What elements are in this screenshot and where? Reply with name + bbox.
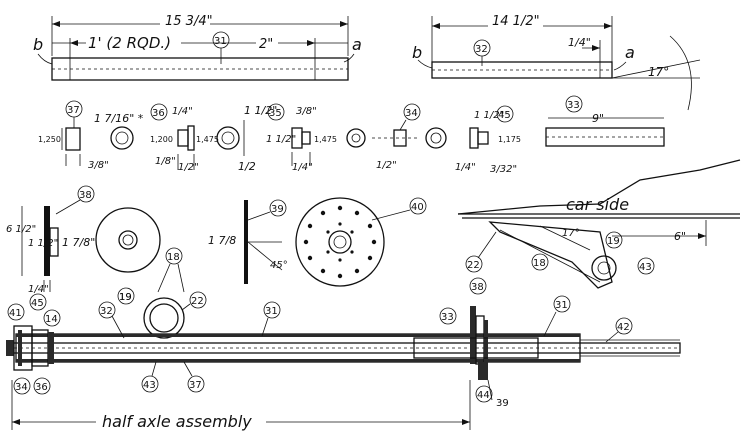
part32-overall: 14 1/2"	[492, 14, 540, 29]
part33-callout: 33	[567, 100, 580, 111]
part38-callout: 38	[79, 190, 92, 201]
part-34-spacer: 34 1/2"	[372, 103, 447, 171]
part45-left: 1/4"	[455, 162, 476, 173]
callout-42: 42	[617, 322, 630, 333]
part34-bot: 1/2"	[376, 160, 397, 171]
part31-end-a: a	[352, 35, 362, 54]
part45-top: 1 1/2"	[474, 110, 504, 121]
part31-callout: 31	[214, 36, 227, 47]
part37-dia: 1,250	[38, 135, 61, 144]
part-disc-large	[95, 207, 161, 273]
callout-39: 39	[496, 398, 509, 409]
part37-od: 1 7/16" *	[94, 112, 144, 125]
callout-43: 43	[143, 380, 156, 391]
part32-end-b: b	[412, 43, 422, 62]
part38-h3: 1 7/8"	[62, 236, 95, 249]
part45-callout: 45	[498, 110, 511, 121]
callout-31a: 31	[265, 306, 278, 317]
part19-callout: 19	[119, 292, 132, 303]
assembly-callout-19: 19	[119, 292, 132, 303]
callout-37: 37	[189, 380, 202, 391]
callout-34: 34	[15, 382, 28, 393]
part38-h2: 1 1/2"	[28, 238, 58, 249]
part31-left-len: 1' (2 RQD.)	[88, 34, 171, 52]
part32-right-len: 1/4"	[568, 36, 591, 49]
callout-38: 38	[471, 282, 484, 293]
part39-angle: 45°	[270, 260, 288, 271]
part36-dia1: 1,200	[150, 135, 173, 144]
callout-33: 33	[441, 312, 454, 323]
part40-callout: 40	[411, 202, 424, 213]
part-36-bushing: 36 1/4" 1,200 1,475 1/8" 1/2"	[150, 103, 219, 173]
part-40-perforated-disc: 40	[295, 197, 427, 287]
part-mid-right: 1 1/2"	[244, 104, 277, 117]
half-axle-assembly: half axle assembly 41 45 14 32 31 33 38 …	[6, 277, 681, 431]
part35-callout: 35	[269, 108, 282, 119]
carside-c43: 43	[639, 262, 652, 273]
part34-callout: 34	[405, 108, 418, 119]
carside-c22: 22	[467, 260, 480, 271]
part35-top: 3/8"	[296, 106, 317, 117]
car-side-detail: car side 6" 17° 19 18 22 43	[457, 159, 741, 289]
part18-callout: 18	[167, 252, 180, 263]
part32-angle: 17°	[648, 65, 669, 79]
part38-h1: 6 1/2"	[6, 224, 36, 235]
part39-callout: 39	[271, 204, 284, 215]
callout-36: 36	[35, 382, 48, 393]
part-39-washer: 39 1 7/8 45°	[208, 199, 288, 284]
part35-bot: 1/4"	[292, 162, 313, 173]
part-37-bushing: 37 1,250 3/8" 1 7/16" *	[38, 100, 144, 171]
part36-dia2: 1,475	[196, 135, 219, 144]
part22-callout: 22	[191, 296, 204, 307]
part31-end-b: b	[33, 35, 43, 54]
part36-left: 1/8"	[155, 156, 176, 167]
part35-dia: 1,475	[314, 135, 337, 144]
part38-w: 1/4"	[28, 284, 49, 295]
carside-dim: 6"	[674, 230, 686, 243]
callout-31b: 31	[555, 300, 568, 311]
part31-overall: 15 3/4"	[165, 14, 213, 29]
carside-c18: 18	[533, 258, 546, 269]
assembly-title: half axle assembly	[102, 412, 252, 431]
part32-callout: 32	[475, 44, 488, 55]
part36-bot: 1/2"	[178, 162, 199, 173]
part45-dia: 1,175	[498, 135, 521, 144]
callout-32: 32	[100, 306, 113, 317]
part33-len: 9"	[592, 112, 604, 125]
part31-right-len: 2"	[259, 37, 273, 52]
carside-c19: 19	[607, 236, 620, 247]
part-35-bushing: 35 3/8" 1 1/2" 1,475 1/4"	[266, 103, 366, 173]
part36-callout: 36	[152, 108, 165, 119]
part32-end-a: a	[625, 43, 635, 62]
part36-top: 1/4"	[172, 106, 193, 117]
part-45-bushing: 45 1 1/2" 1,175 1/4" 3/32"	[455, 105, 521, 175]
part37-callout: 37	[67, 105, 80, 116]
part45-bot: 3/32"	[490, 164, 517, 175]
part-33-tube: 33 9"	[545, 95, 665, 147]
part-38-plate: 38 6 1/2" 1 1/2" 1 7/8" 1/4"	[6, 185, 95, 295]
part39-dia: 1 7/8	[208, 234, 236, 247]
part-washer-mid: 1 1/2" 1/2	[216, 104, 277, 173]
callout-45: 45	[31, 298, 44, 309]
part35-left: 1 1/2"	[266, 134, 296, 145]
callout-41: 41	[9, 308, 22, 319]
part-31-shaft: 15 3/4" 1' (2 RQD.) 2" b a 31	[33, 13, 362, 81]
callout-44: 44	[477, 390, 490, 401]
part-32-shaft: 14 1/2" 1/4" b a 17° 32	[412, 12, 701, 111]
callout-14: 14	[45, 314, 58, 325]
bracket-18-19-22: 18 19 22	[117, 247, 207, 339]
callout-19: 19	[119, 292, 132, 303]
carside-angle: 17°	[562, 228, 580, 239]
part37-len: 3/8"	[88, 160, 109, 171]
disc-holes	[303, 205, 377, 279]
carside-label: car side	[566, 195, 629, 214]
part-mid-bot: 1/2	[238, 160, 256, 173]
